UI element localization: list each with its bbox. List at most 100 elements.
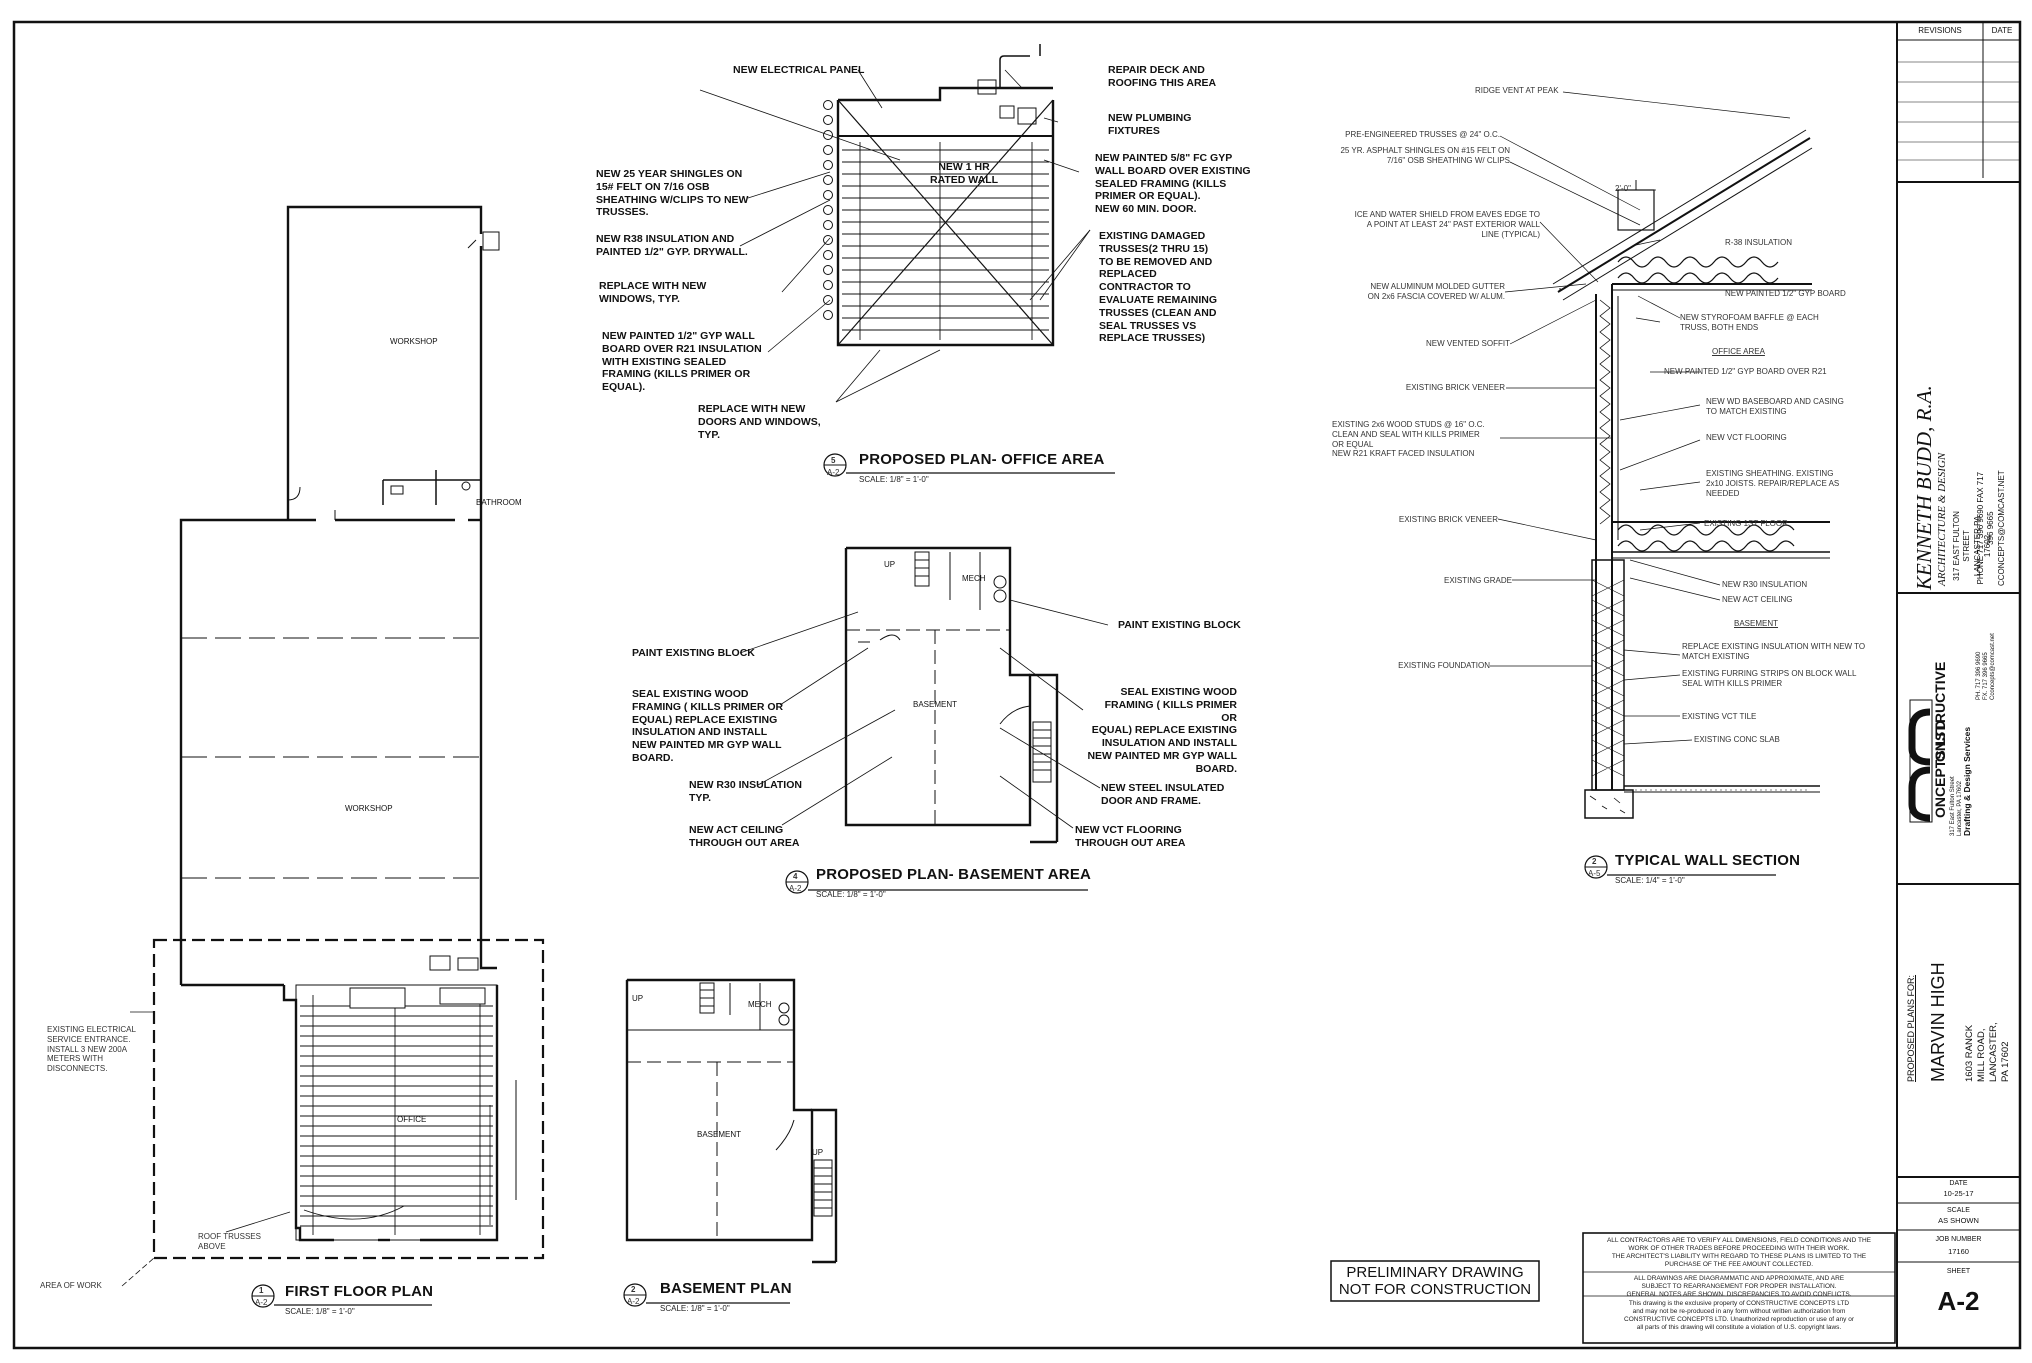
basement-plan bbox=[625, 978, 838, 1264]
general-note-approval: ALL DRAWINGS ARE DIAGRAMMATIC AND APPROX… bbox=[1626, 1275, 1852, 1299]
ws-note-soffit: NEW VENTED SOFFIT bbox=[1426, 339, 1510, 348]
ws-note-baffle: NEW STYROFOAM BAFFLE @ EACH TRUSS, BOTH … bbox=[1680, 313, 1819, 332]
scale-value: AS SHOWN bbox=[1938, 1216, 1979, 1225]
first-floor-title-symbol bbox=[251, 1284, 432, 1308]
sheet-number: A-2 bbox=[1937, 1286, 1980, 1316]
title-block-frame bbox=[1896, 21, 2021, 1349]
revisions-header: REVISIONS bbox=[1918, 26, 1962, 35]
first-floor-plan-scale: SCALE: 1/8" = 1'-0" bbox=[285, 1307, 355, 1316]
ws-note-r38: R-38 INSULATION bbox=[1725, 238, 1792, 247]
note-paint-block-right: PAINT EXISTING BLOCK bbox=[1118, 619, 1241, 631]
note-new-electrical-panel: NEW ELECTRICAL PANEL bbox=[733, 64, 865, 76]
ws-note-grade: EXISTING GRADE bbox=[1443, 576, 1512, 585]
date-value: 10-25-17 bbox=[1943, 1189, 1974, 1198]
basement-area-title-symbol bbox=[785, 870, 1088, 894]
office-area-title-symbol bbox=[823, 453, 1115, 477]
office-area-plan bbox=[699, 44, 1091, 403]
ws-heading-office-area: OFFICE AREA bbox=[1712, 347, 1765, 356]
wall-section-title-symbol bbox=[1584, 855, 1776, 879]
constructive-concepts-logo bbox=[1908, 699, 1933, 823]
typical-wall-section bbox=[1490, 91, 1830, 819]
office-plan-title: PROPOSED PLAN- OFFICE AREA bbox=[859, 451, 1105, 468]
wall-section-title: TYPICAL WALL SECTION bbox=[1615, 852, 1801, 869]
basement-plan-up-label: UP bbox=[632, 994, 644, 1003]
office-plan-sheet-ref: A-2 bbox=[827, 468, 840, 477]
ws-note-furring: EXISTING FURRING STRIPS ON BLOCK WALL SE… bbox=[1682, 669, 1857, 688]
ws-note-brick-veneer-2: EXISTING BRICK VENEER bbox=[1398, 515, 1498, 524]
basement-plan-mech-label: MECH bbox=[748, 1000, 772, 1009]
ws-note-existing-vct: EXISTING VCT TILE bbox=[1682, 712, 1757, 721]
note-area-of-work: AREA OF WORK bbox=[40, 1281, 102, 1290]
basement-area-plan-sheet-ref: A-2 bbox=[789, 884, 802, 893]
first-floor-plan-title: FIRST FLOOR PLAN bbox=[285, 1283, 434, 1300]
first-floor-plan-sheet-ref: A-2 bbox=[255, 1298, 268, 1307]
office-plan-number: 5 bbox=[831, 456, 836, 465]
note-roof-trusses: ROOF TRUSSES ABOVE bbox=[198, 1232, 261, 1251]
note-replace-windows: REPLACE WITH NEW WINDOWS, TYP. bbox=[599, 280, 707, 305]
basement-area-room-label: BASEMENT bbox=[913, 700, 958, 709]
ws-note-ridge-vent: RIDGE VENT AT PEAK bbox=[1475, 86, 1559, 95]
note-gyp-wall-12: NEW PAINTED 1/2" GYP WALL BOARD OVER R21… bbox=[602, 330, 762, 394]
first-floor-plan bbox=[121, 205, 545, 1287]
job-number-value: 17160 bbox=[1948, 1247, 1969, 1256]
company-address: 317 East Fulton Street Lancaster, PA 176… bbox=[1950, 776, 1964, 836]
proposed-plans-for: PROPOSED PLANS FOR: bbox=[1906, 974, 1916, 1082]
room-label-bathroom: BATHROOM bbox=[476, 498, 522, 507]
basement-plan-sheet-ref: A-2 bbox=[627, 1297, 640, 1306]
note-vct-flooring: NEW VCT FLOORING THROUGH OUT AREA bbox=[1075, 824, 1186, 849]
sheet-label: SHEET bbox=[1946, 1268, 1971, 1275]
ws-note-gutter: NEW ALUMINUM MOLDED GUTTER ON 2x6 FASCIA… bbox=[1367, 282, 1505, 301]
scale-label: SCALE bbox=[1947, 1207, 1970, 1214]
ws-note-baseboard: NEW WD BASEBOARD AND CASING TO MATCH EXI… bbox=[1706, 397, 1844, 416]
ws-note-sheathing: EXISTING SHEATHING. EXISTING 2x10 JOISTS… bbox=[1706, 469, 1840, 498]
basement-area-plan bbox=[739, 546, 1109, 844]
basement-plan-room-label: BASEMENT bbox=[697, 1130, 742, 1139]
office-plan-scale: SCALE: 1/8" = 1'-0" bbox=[859, 475, 929, 484]
ws-note-shingles: 25 YR. ASPHALT SHINGLES ON #15 FELT ON 7… bbox=[1340, 146, 1510, 165]
wall-section-sheet-ref: A-5 bbox=[1588, 869, 1601, 878]
preliminary-stamp-frame bbox=[1330, 1260, 1540, 1302]
basement-area-plan-title: PROPOSED PLAN- BASEMENT AREA bbox=[816, 866, 1092, 883]
room-label-office: OFFICE bbox=[397, 1115, 427, 1124]
note-seal-wood-right: SEAL EXISTING WOOD FRAMING ( KILLS PRIME… bbox=[1087, 686, 1237, 775]
first-floor-plan-number: 1 bbox=[259, 1286, 264, 1295]
architect-subtitle: ARCHITECTURE & DESIGN bbox=[1936, 452, 1948, 586]
ws-note-replace-insulation: REPLACE EXISTING INSULATION WITH NEW TO … bbox=[1682, 642, 1866, 661]
basement-area-plan-scale: SCALE: 1/8" = 1'-0" bbox=[816, 890, 886, 899]
company-phone: PH. 717 396 9690 FX. 717 396 9665 Cconce… bbox=[1976, 633, 1997, 700]
note-new-shingles: NEW 25 YEAR SHINGLES ON 15# FELT ON 7/16… bbox=[596, 168, 749, 219]
ws-note-gyp-r21: NEW PAINTED 1/2" GYP BOARD OVER R21 bbox=[1664, 367, 1827, 376]
ws-note-slab: EXISTING CONC SLAB bbox=[1694, 735, 1780, 744]
note-gyp-wall-board-58: NEW PAINTED 5/8" FC GYP WALL BOARD OVER … bbox=[1095, 152, 1251, 216]
note-r38-insulation: NEW R38 INSULATION AND PAINTED 1/2" GYP.… bbox=[596, 233, 748, 258]
architect-phone: PHONE 717 396 9690 FAX 717 396 9665 CCON… bbox=[1976, 470, 2006, 586]
ws-note-r30: NEW R30 INSULATION bbox=[1722, 580, 1808, 589]
note-rated-wall: NEW 1 HR RATED WALL bbox=[930, 161, 999, 186]
basement-plan-title: BASEMENT PLAN bbox=[660, 1280, 792, 1297]
basement-plan-scale: SCALE: 1/8" = 1'-0" bbox=[660, 1304, 730, 1313]
note-act-ceiling: NEW ACT CEILING THROUGH OUT AREA bbox=[689, 824, 800, 849]
wall-section-number: 2 bbox=[1592, 857, 1597, 866]
note-replace-doors-windows: REPLACE WITH NEW DOORS AND WINDOWS, TYP. bbox=[698, 403, 821, 441]
basement-area-up-label: UP bbox=[884, 560, 896, 569]
ws-note-vct-floor: NEW VCT FLOORING bbox=[1706, 433, 1787, 442]
job-number-label: JOB NUMBER bbox=[1935, 1236, 1982, 1243]
ws-heading-basement: BASEMENT bbox=[1734, 619, 1779, 628]
general-notes-box bbox=[1582, 1232, 1896, 1344]
note-new-plumbing: NEW PLUMBING FIXTURES bbox=[1108, 112, 1192, 137]
ws-dimension: 2'-0" bbox=[1615, 184, 1631, 193]
ws-note-ice-water: ICE AND WATER SHIELD FROM EAVES EDGE TO … bbox=[1354, 210, 1540, 239]
note-damaged-trusses: EXISTING DAMAGED TRUSSES(2 THRU 15) TO B… bbox=[1099, 230, 1218, 345]
basement-area-plan-number: 4 bbox=[793, 872, 798, 881]
room-label-workshop-lower: WORKSHOP bbox=[345, 804, 393, 813]
note-steel-door: NEW STEEL INSULATED DOOR AND FRAME. bbox=[1101, 782, 1225, 807]
ws-note-studs: EXISTING 2x6 WOOD STUDS @ 16" O.C. CLEAN… bbox=[1332, 420, 1485, 459]
date-label: DATE bbox=[1949, 1180, 1968, 1187]
basement-plan-title-symbol bbox=[623, 1283, 790, 1307]
architect-name: KENNETH BUDD, R.A. bbox=[1912, 385, 1936, 590]
ws-note-existing-floor: EXISTING 1ST FLOOR bbox=[1704, 519, 1788, 528]
client-name: MARVIN HIGH bbox=[1928, 962, 1948, 1082]
ws-note-foundation: EXISTING FOUNDATION bbox=[1398, 661, 1490, 670]
ws-note-act: NEW ACT CEILING bbox=[1722, 595, 1793, 604]
